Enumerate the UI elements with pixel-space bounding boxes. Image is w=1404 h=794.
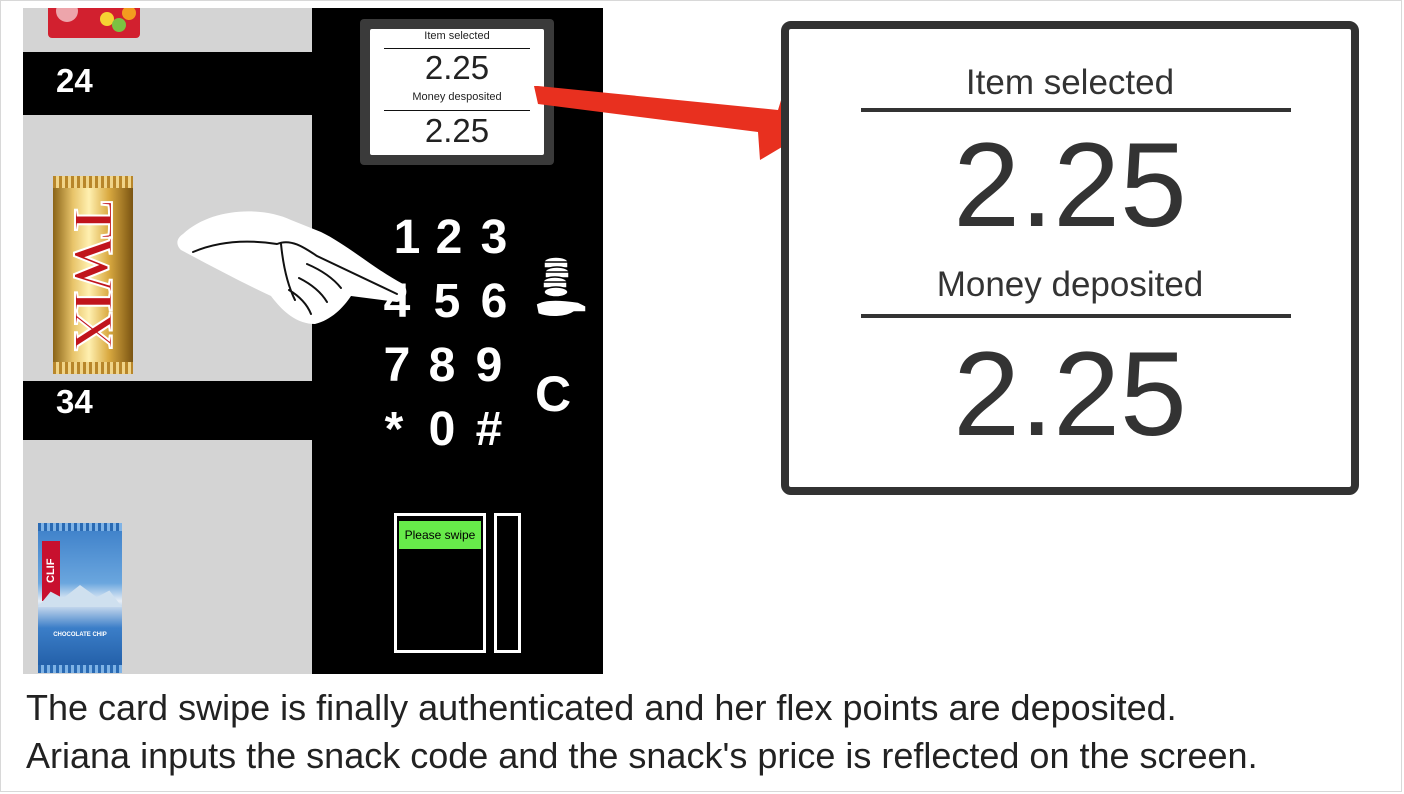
red-arrow-icon (534, 84, 824, 160)
item-price-value: 2.25 (424, 49, 490, 86)
vending-machine: 24 TWIX 34 CLIF CHOCOLATE CHIP Item sele… (23, 8, 603, 674)
key-9[interactable]: 9 (475, 339, 503, 392)
skittles-package-icon (48, 8, 140, 38)
item-selected-label: Item selected (424, 30, 490, 42)
card-swipe-rail[interactable] (494, 513, 521, 653)
product-column: 24 TWIX 34 CLIF CHOCOLATE CHIP (23, 8, 312, 674)
twix-bar-icon: TWIX (53, 176, 133, 374)
clear-key[interactable]: C (535, 366, 572, 422)
key-8[interactable]: 8 (428, 339, 456, 392)
zoom-item-price-value: 2.25 (953, 118, 1187, 252)
caption-line-2: Ariana inputs the snack code and the sna… (26, 735, 1258, 776)
machine-display: Item selected 2.25 Money desposited 2.25 (360, 19, 554, 165)
display-screen: Item selected 2.25 Money desposited 2.25 (370, 29, 544, 155)
key-hash[interactable]: # (475, 403, 503, 456)
key-0[interactable]: 0 (428, 403, 456, 456)
caption-line-1: The card swipe is finally authenticated … (26, 687, 1177, 728)
key-3[interactable]: 3 (480, 211, 508, 264)
product-slot-1[interactable] (23, 8, 312, 52)
slot-code-label: 24 (56, 62, 93, 99)
clif-flavor: CHOCOLATE CHIP (53, 632, 107, 638)
money-deposited-label: Money desposited (412, 91, 502, 103)
clif-bar-icon: CLIF CHOCOLATE CHIP (38, 523, 122, 673)
caption: The card swipe is finally authenticated … (26, 684, 1386, 780)
key-5[interactable]: 5 (433, 275, 461, 328)
key-7[interactable]: 7 (383, 339, 411, 392)
key-star[interactable]: * (384, 403, 404, 456)
key-1[interactable]: 1 (393, 211, 421, 264)
twix-logo: TWIX (61, 200, 125, 350)
zoom-item-selected-label: Item selected (965, 63, 1175, 102)
zoom-money-deposited-value: 2.25 (953, 327, 1187, 461)
key-6[interactable]: 6 (480, 275, 508, 328)
slot-code-label: 34 (56, 383, 93, 420)
card-reader[interactable]: Please swipe (394, 513, 486, 653)
zoom-money-deposited-label: Money deposited (936, 265, 1204, 304)
coin-stack-hand-icon[interactable] (526, 248, 596, 324)
key-2[interactable]: 2 (435, 211, 463, 264)
money-deposited-value: 2.25 (424, 112, 490, 149)
pointing-hand-icon (177, 211, 407, 324)
swipe-prompt: Please swipe (399, 521, 481, 549)
zoomed-display: Item selected 2.25 Money deposited 2.25 (781, 21, 1359, 495)
